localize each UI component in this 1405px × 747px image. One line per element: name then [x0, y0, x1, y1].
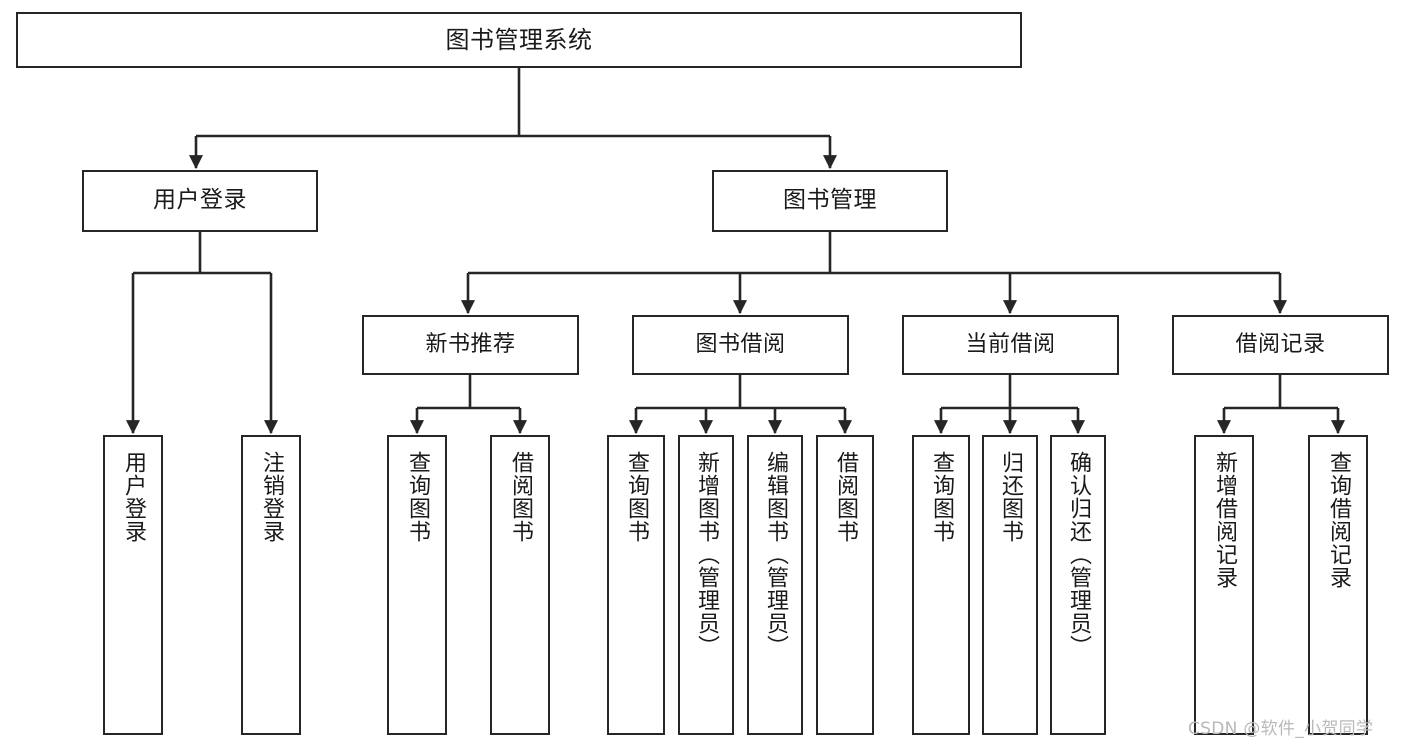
node-leaf-user-login[interactable]: 用户登录 — [103, 435, 163, 735]
node-leaf-borrow-book-1-label: 借阅图书 — [507, 451, 533, 543]
node-leaf-query-book-3[interactable]: 查询图书 — [912, 435, 970, 735]
node-root-label: 图书管理系统 — [445, 25, 593, 54]
node-leaf-borrow-book-1[interactable]: 借阅图书 — [490, 435, 550, 735]
node-leaf-add-book-admin-label: 新增图书（管理员） — [693, 451, 719, 658]
node-leaf-logout-login-label: 注销登录 — [258, 451, 284, 543]
node-leaf-query-book-2[interactable]: 查询图书 — [607, 435, 665, 735]
node-leaf-query-book-1[interactable]: 查询图书 — [387, 435, 447, 735]
node-leaf-return-book[interactable]: 归还图书 — [982, 435, 1038, 735]
node-new-book-recommend-label: 新书推荐 — [425, 331, 516, 357]
node-leaf-return-book-label: 归还图书 — [997, 451, 1023, 543]
node-book-borrow[interactable]: 图书借阅 — [632, 315, 849, 375]
node-leaf-edit-book-admin-label: 编辑图书（管理员） — [762, 451, 788, 658]
node-leaf-query-book-1-label: 查询图书 — [404, 451, 430, 543]
node-root[interactable]: 图书管理系统 — [16, 12, 1022, 68]
node-leaf-query-borrow-record-label: 查询借阅记录 — [1325, 451, 1351, 589]
node-leaf-borrow-book-2-label: 借阅图书 — [832, 451, 858, 543]
node-user-login-label: 用户登录 — [153, 187, 247, 214]
node-current-borrow[interactable]: 当前借阅 — [902, 315, 1119, 375]
node-user-login[interactable]: 用户登录 — [82, 170, 318, 232]
node-borrow-record[interactable]: 借阅记录 — [1172, 315, 1389, 375]
node-leaf-query-book-3-label: 查询图书 — [928, 451, 954, 543]
node-leaf-logout-login[interactable]: 注销登录 — [241, 435, 301, 735]
node-leaf-query-borrow-record[interactable]: 查询借阅记录 — [1308, 435, 1368, 735]
node-new-book-recommend[interactable]: 新书推荐 — [362, 315, 579, 375]
node-leaf-add-book-admin[interactable]: 新增图书（管理员） — [678, 435, 734, 735]
node-book-borrow-label: 图书借阅 — [695, 331, 786, 357]
node-leaf-confirm-return-admin-label: 确认归还（管理员） — [1065, 451, 1091, 658]
node-leaf-query-book-2-label: 查询图书 — [623, 451, 649, 543]
node-leaf-add-borrow-record[interactable]: 新增借阅记录 — [1194, 435, 1254, 735]
node-book-manage-label: 图书管理 — [783, 187, 877, 214]
node-leaf-add-borrow-record-label: 新增借阅记录 — [1211, 451, 1237, 589]
node-borrow-record-label: 借阅记录 — [1235, 331, 1326, 357]
node-leaf-edit-book-admin[interactable]: 编辑图书（管理员） — [747, 435, 803, 735]
node-book-manage[interactable]: 图书管理 — [712, 170, 948, 232]
node-leaf-borrow-book-2[interactable]: 借阅图书 — [816, 435, 874, 735]
node-current-borrow-label: 当前借阅 — [965, 331, 1056, 357]
node-leaf-confirm-return-admin[interactable]: 确认归还（管理员） — [1050, 435, 1106, 735]
node-leaf-user-login-label: 用户登录 — [120, 451, 146, 543]
